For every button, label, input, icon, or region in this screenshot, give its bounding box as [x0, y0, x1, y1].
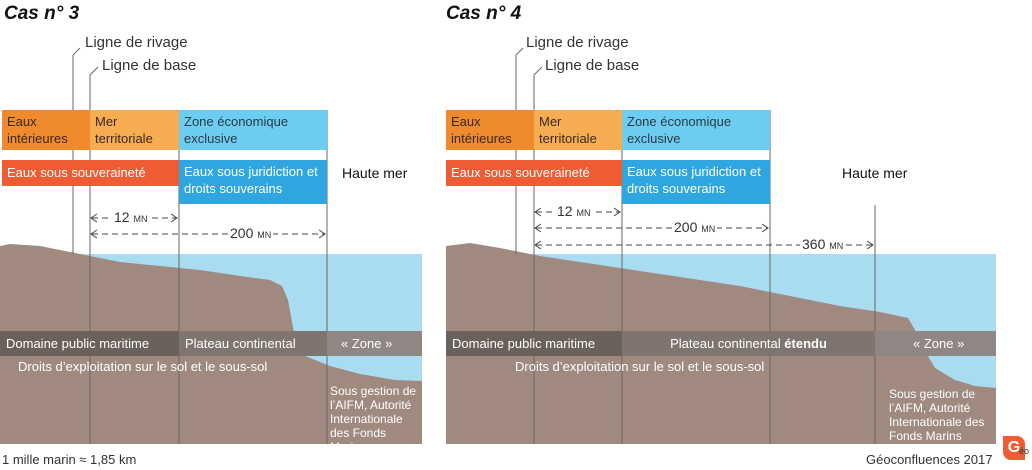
case4-zee: Zone économique exclusive: [622, 110, 770, 150]
case4-domaine-public: Domaine public maritime: [446, 331, 622, 356]
logo-text: éo: [1019, 446, 1030, 456]
case3-domaine-public: Domaine public maritime: [0, 331, 179, 356]
case4-plateau: Plateau continental étendu: [622, 331, 875, 356]
case3-dist-200: 200 MN: [228, 225, 274, 241]
case4-mer-territoriale: Mer territoriale: [534, 110, 622, 150]
case4-dist-200: 200 MN: [672, 219, 718, 235]
case3-rivage-label: Ligne de rivage: [85, 34, 188, 51]
case3-aifm: Sous gestion de l’AIFM, Autorité Interna…: [330, 384, 417, 454]
credit: Géoconfluences 2017: [866, 452, 993, 467]
case3-souverainete: Eaux sous souveraineté: [2, 160, 179, 186]
case4-dist-12: 12 MN: [555, 203, 593, 219]
case4-base-label: Ligne de base: [545, 57, 640, 74]
case4-haute-mer: Haute mer: [842, 165, 908, 181]
case4-dist-360: 360 MN: [800, 236, 846, 252]
case3-droits: Droits d’exploitation sur le sol et le s…: [18, 359, 268, 374]
case4-rivage-label: Ligne de rivage: [526, 34, 629, 51]
case4-juridiction: Eaux sous juridiction et droits souverai…: [622, 160, 770, 204]
case3-zee: Zone économique exclusive: [179, 110, 327, 150]
case4-droits: Droits d’exploitation sur le sol et le s…: [515, 359, 765, 374]
case3-eaux-interieures: Eaux intérieures: [2, 110, 90, 150]
case4-souverainete: Eaux sous souveraineté: [446, 160, 622, 186]
case3-mer-territoriale: Mer territoriale: [90, 110, 179, 150]
scale-note: 1 mille marin ≈ 1,85 km: [2, 452, 137, 467]
case3-zone: « Zone »: [327, 331, 422, 356]
case3-title: Cas n° 3: [4, 3, 80, 24]
case3-dist-12: 12 MN: [112, 209, 150, 225]
case3-haute-mer: Haute mer: [342, 165, 408, 181]
case3-plateau: Plateau continental: [179, 331, 327, 356]
case3-base-label: Ligne de base: [102, 57, 197, 74]
case4-eaux-interieures: Eaux intérieures: [446, 110, 534, 150]
geoconfluences-logo: G: [1003, 436, 1025, 460]
case4-aifm: Sous gestion de l’AIFM, Autorité Interna…: [889, 387, 985, 443]
case3-juridiction: Eaux sous juridiction et droits souverai…: [179, 160, 327, 204]
case4-zone: « Zone »: [875, 331, 996, 356]
case4-title: Cas n° 4: [446, 3, 522, 24]
